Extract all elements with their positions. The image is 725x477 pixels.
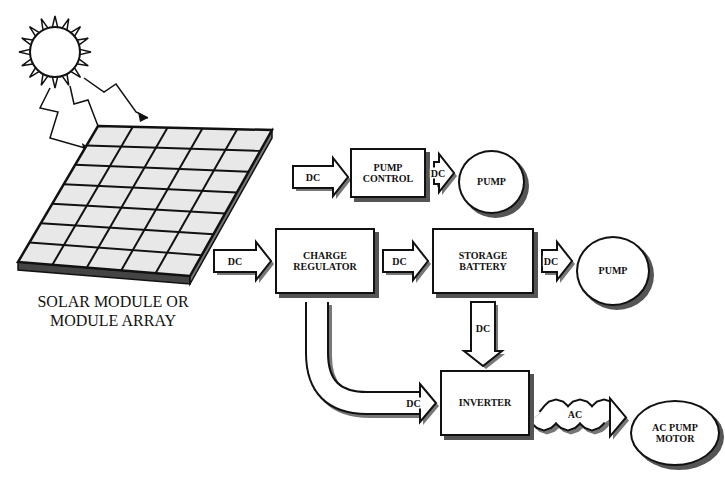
sun-rays xyxy=(19,16,91,88)
inverter-box: INVERTER xyxy=(440,370,530,436)
panel-label: SOLAR MODULE OR MODULE ARRAY xyxy=(18,292,208,330)
control-box: PUMP CONTROL xyxy=(350,148,426,198)
pump-circle: PUMP xyxy=(458,150,525,214)
battery-box: STORAGE BATTERY xyxy=(432,228,534,294)
edge-label: DC xyxy=(543,256,559,267)
node-text: PUMP xyxy=(596,265,631,277)
dc-block-arrow xyxy=(214,242,274,283)
block-arrow xyxy=(538,398,629,439)
node-text: STORAGE BATTERY xyxy=(434,250,532,273)
block-arrow xyxy=(464,302,505,369)
regulator-box: CHARGE REGULATOR xyxy=(275,228,375,294)
edge-label: DC xyxy=(391,256,407,267)
node-text: CHARGE REGULATOR xyxy=(277,250,373,273)
node-text: PUMP CONTROL xyxy=(352,162,424,185)
block-arrow xyxy=(383,242,431,283)
edge-label: DC xyxy=(430,168,446,179)
dc-label: DC xyxy=(227,256,243,267)
edge-label: DC xyxy=(405,398,421,409)
edge-label: DC xyxy=(475,323,491,334)
node-text: AC PUMP MOTOR xyxy=(632,422,718,445)
dc-label: DC xyxy=(305,172,321,183)
dc-block-arrow xyxy=(293,158,351,199)
pump-circle: PUMP xyxy=(576,236,650,306)
node-text: INVERTER xyxy=(456,397,514,409)
node-text: PUMP xyxy=(474,176,509,188)
motor-circle: AC PUMP MOTOR xyxy=(630,400,720,466)
block-arrow xyxy=(317,302,439,425)
edge-label: AC xyxy=(567,408,583,419)
block-arrow xyxy=(542,242,575,283)
sun xyxy=(30,27,80,77)
